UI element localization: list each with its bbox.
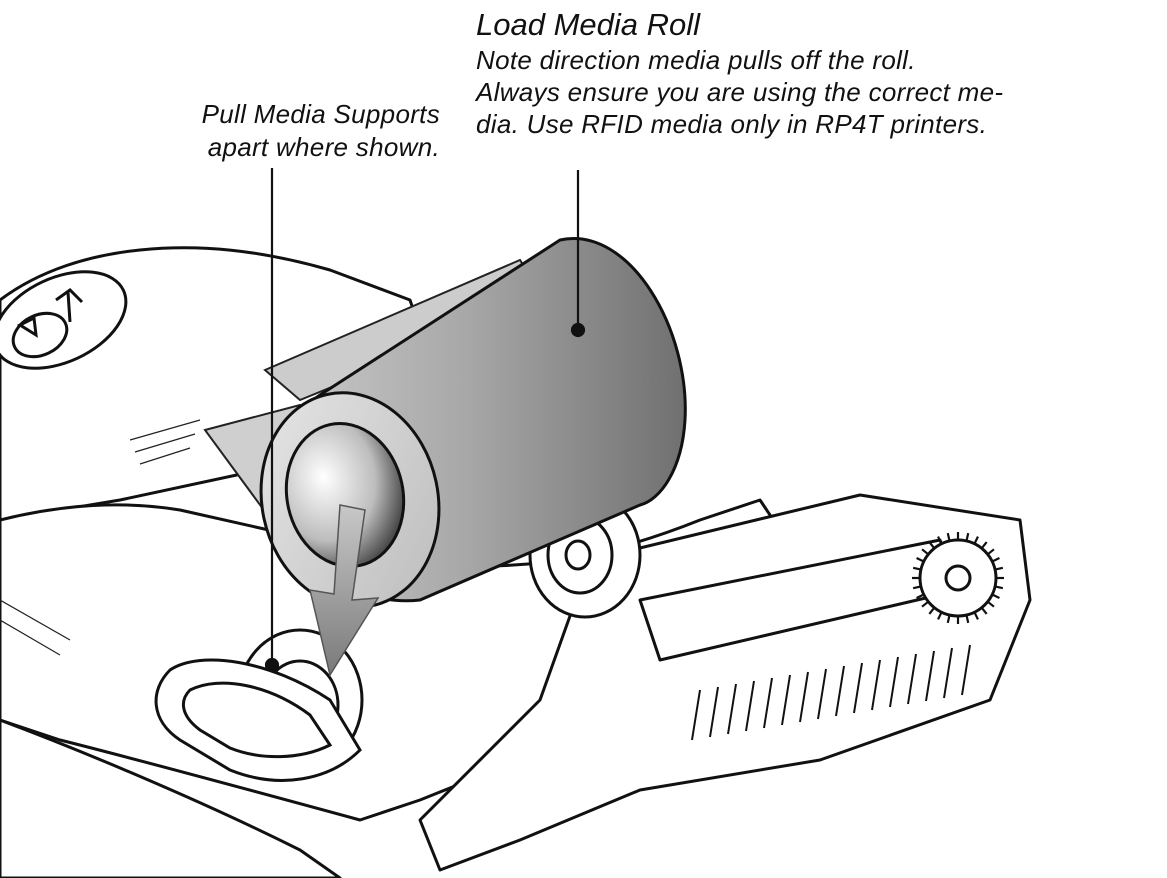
gear-tooth bbox=[973, 536, 979, 545]
platen-rib bbox=[871, 659, 881, 711]
gear-tooth bbox=[987, 600, 995, 608]
media-roll-callout-line: dia. Use RFID media only in RP4T printer… bbox=[476, 109, 988, 139]
gear-tooth bbox=[994, 585, 1004, 590]
platen-rib bbox=[889, 656, 899, 708]
platen-rib bbox=[691, 689, 701, 741]
gear-tooth bbox=[987, 548, 995, 556]
gear-tooth bbox=[928, 541, 936, 549]
platen-rib bbox=[763, 677, 773, 729]
gear-tooth bbox=[916, 557, 925, 563]
platen-rib bbox=[925, 650, 935, 702]
platen-rib bbox=[745, 680, 755, 732]
media-roll-callout-line: Always ensure you are using the correct … bbox=[476, 77, 1004, 107]
media-roll-callout: Load Media Roll Note direction media pul… bbox=[476, 6, 1156, 140]
platen-rib bbox=[817, 668, 827, 720]
gear-tooth bbox=[916, 593, 925, 599]
media-roll-callout-title: Load Media Roll bbox=[476, 7, 701, 42]
gear-tooth bbox=[946, 614, 951, 624]
platen-rib bbox=[799, 671, 809, 723]
latch-handle bbox=[154, 658, 362, 782]
platen-rib bbox=[835, 665, 845, 717]
keypad bbox=[0, 270, 128, 370]
platen-rib bbox=[943, 647, 953, 699]
gear-tooth bbox=[991, 557, 1000, 563]
gear-tooth bbox=[937, 536, 943, 545]
gear-tooth bbox=[965, 614, 970, 624]
gear-tooth bbox=[928, 607, 936, 615]
media-supports-callout-line: Pull Media Supports bbox=[201, 99, 440, 129]
gear-tooth bbox=[946, 532, 951, 542]
platen-rib bbox=[853, 662, 863, 714]
gear-tooth bbox=[937, 611, 943, 620]
platen-rib bbox=[907, 653, 917, 705]
gear-tooth bbox=[921, 600, 929, 608]
leader-lines bbox=[264, 168, 586, 673]
gear-tooth bbox=[980, 607, 988, 615]
gear bbox=[918, 538, 998, 618]
gear-tooth bbox=[912, 585, 922, 590]
media-roll-callout-line: Note direction media pulls off the roll. bbox=[476, 45, 916, 75]
gear-tooth bbox=[980, 541, 988, 549]
gear-tooth bbox=[994, 566, 1004, 571]
media-supports-callout: Pull Media Supports apart where shown. bbox=[110, 98, 440, 164]
gear-tooth bbox=[921, 548, 929, 556]
gear-teeth bbox=[912, 532, 1004, 624]
platen-rib bbox=[781, 674, 791, 726]
platen-rib bbox=[727, 683, 737, 735]
media-roll-core bbox=[284, 422, 406, 568]
media-supports-callout-line: apart where shown. bbox=[207, 132, 440, 162]
platen-rib bbox=[961, 644, 971, 696]
load-direction-arrow bbox=[309, 504, 380, 677]
platen-rib bbox=[709, 686, 719, 738]
gear-tooth bbox=[965, 532, 970, 542]
housing-hatching bbox=[0, 419, 201, 656]
gear-tooth bbox=[973, 611, 979, 620]
gear-tooth bbox=[912, 566, 922, 571]
platen-ribs bbox=[691, 644, 971, 741]
gear-tooth bbox=[991, 593, 1000, 599]
